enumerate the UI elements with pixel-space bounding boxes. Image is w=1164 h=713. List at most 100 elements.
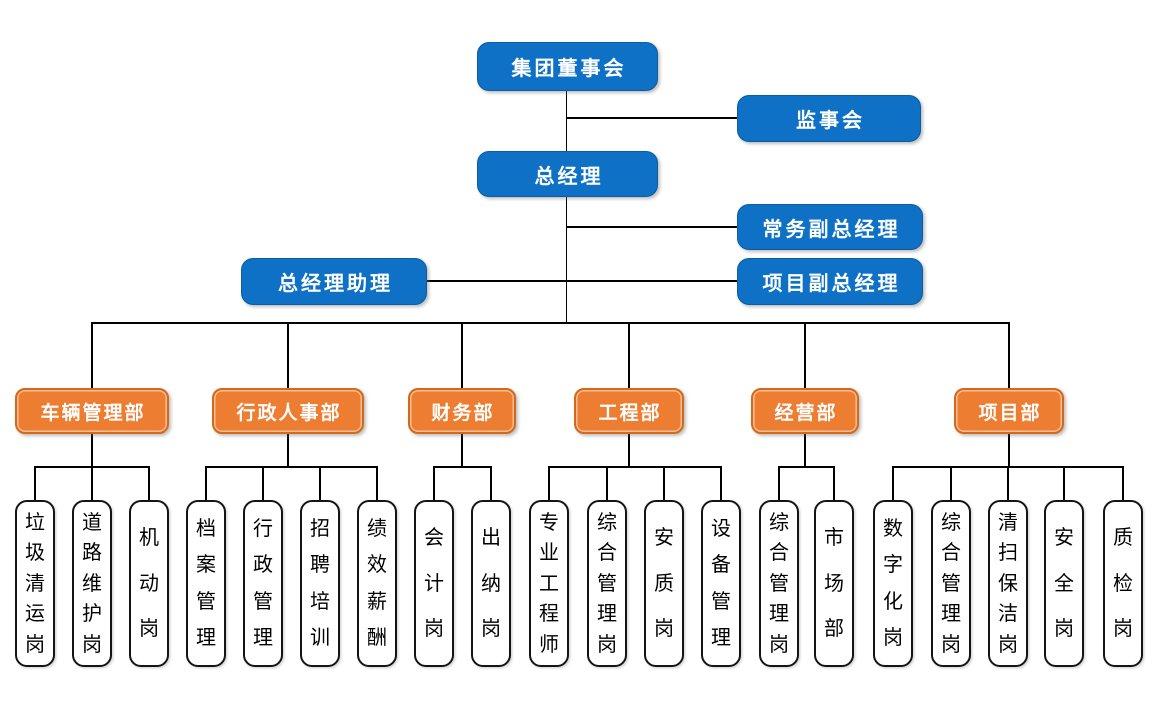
job-box[interactable]: 行政管理 [243, 500, 283, 667]
job-box[interactable]: 安全岗 [1044, 500, 1084, 667]
connector-line [91, 433, 93, 468]
node-gm[interactable]: 总经理 [477, 151, 658, 197]
connector-line [91, 466, 93, 500]
job-label: 会计岗 [424, 526, 444, 641]
dept-operations[interactable]: 经营部 [751, 388, 859, 434]
job-box[interactable]: 招聘培训 [300, 500, 340, 667]
job-box[interactable]: 道路维护岗 [72, 500, 112, 667]
connector-line [892, 466, 894, 500]
connector-line [1008, 322, 1010, 388]
dept-finance[interactable]: 财务部 [408, 388, 516, 434]
job-box[interactable]: 综合管理岗 [587, 500, 627, 667]
connector-line [490, 466, 492, 500]
connector-line [205, 466, 379, 468]
job-box[interactable]: 设备管理 [701, 500, 741, 667]
connector-line [950, 466, 952, 500]
job-label: 档案管理 [196, 517, 216, 650]
job-box[interactable]: 会计岗 [414, 500, 454, 667]
connector-line [1007, 466, 1009, 500]
connector-line [566, 117, 737, 119]
job-box[interactable]: 绩效薪酬 [357, 500, 397, 667]
dept-project[interactable]: 项目部 [954, 388, 1064, 434]
job-label: 质检岗 [1113, 526, 1133, 641]
dept-vehicle-management[interactable]: 车辆管理部 [15, 388, 169, 434]
node-gm-assistant-label: 总经理助理 [278, 273, 393, 295]
job-label: 机动岗 [139, 526, 159, 641]
connector-line [548, 466, 723, 468]
job-box[interactable]: 综合管理岗 [759, 500, 799, 667]
node-gm-assistant[interactable]: 总经理助理 [241, 258, 427, 305]
connector-line [287, 322, 289, 388]
connector-line [548, 466, 550, 500]
node-project-deputy-gm[interactable]: 项目副总经理 [737, 258, 923, 305]
job-label: 招聘培训 [310, 517, 330, 650]
job-box[interactable]: 专业工程师 [529, 500, 569, 667]
connector-line [778, 466, 780, 500]
job-box[interactable]: 垃圾清运岗 [15, 500, 55, 667]
job-label: 设备管理 [711, 517, 731, 650]
job-box[interactable]: 档案管理 [186, 500, 226, 667]
dept-label: 项目部 [978, 402, 1042, 424]
connector-line [628, 322, 630, 388]
connector-line [427, 280, 737, 282]
connector-line [287, 433, 289, 468]
node-supervisory[interactable]: 监事会 [737, 95, 921, 142]
job-label: 垃圾清运岗 [25, 511, 45, 656]
connector-line [606, 466, 608, 500]
job-box[interactable]: 安质岗 [644, 500, 684, 667]
node-gm-label: 总经理 [534, 165, 604, 188]
connector-line [262, 466, 264, 500]
job-box[interactable]: 数字化岗 [873, 500, 913, 667]
connector-line [205, 466, 207, 500]
job-label: 行政管理 [253, 517, 273, 650]
connector-line [1008, 433, 1010, 468]
connector-line [1122, 466, 1124, 500]
connector-line [91, 322, 1010, 324]
job-label: 绩效薪酬 [367, 517, 387, 650]
dept-label: 车辆管理部 [40, 402, 146, 424]
job-box[interactable]: 清扫保洁岗 [988, 500, 1028, 667]
dept-label: 行政人事部 [236, 402, 342, 424]
connector-line [663, 466, 665, 500]
job-label: 出纳岗 [481, 526, 501, 641]
node-supervisory-label: 监事会 [796, 110, 865, 132]
job-label: 道路维护岗 [82, 511, 102, 656]
dept-label: 财务部 [431, 402, 495, 424]
connector-line [628, 433, 630, 468]
connector-line [804, 322, 806, 388]
connector-line [319, 466, 321, 500]
connector-line [1063, 466, 1065, 500]
connector-line [433, 466, 435, 500]
job-box[interactable]: 出纳岗 [471, 500, 511, 667]
job-box[interactable]: 市场部 [814, 500, 854, 667]
connector-line [148, 466, 150, 500]
job-box[interactable]: 机动岗 [129, 500, 169, 667]
job-label: 专业工程师 [539, 511, 559, 656]
job-label: 综合管理岗 [597, 511, 617, 656]
job-box[interactable]: 质检岗 [1103, 500, 1143, 667]
job-label: 综合管理岗 [769, 511, 789, 656]
connector-line [804, 433, 806, 468]
job-label: 综合管理岗 [941, 511, 961, 656]
node-exec-deputy-gm[interactable]: 常务副总经理 [737, 204, 923, 250]
connector-line [565, 91, 568, 151]
job-label: 市场部 [824, 526, 844, 641]
connector-line [461, 322, 463, 388]
connector-line [461, 433, 463, 468]
job-box[interactable]: 综合管理岗 [931, 500, 971, 667]
connector-line [833, 466, 835, 500]
connector-line [34, 466, 36, 500]
job-label: 数字化岗 [883, 517, 903, 650]
connector-line [91, 322, 93, 388]
dept-engineering[interactable]: 工程部 [574, 388, 684, 434]
node-board-label: 集团董事会 [511, 58, 627, 80]
dept-admin-hr[interactable]: 行政人事部 [212, 388, 364, 434]
connector-line [376, 466, 378, 500]
node-exec-deputy-gm-label: 常务副总经理 [762, 218, 901, 241]
node-board[interactable]: 集团董事会 [477, 42, 658, 91]
connector-line [720, 466, 722, 500]
connector-line [433, 466, 493, 468]
node-project-deputy-gm-label: 项目副总经理 [762, 273, 901, 295]
job-label: 清扫保洁岗 [998, 511, 1018, 656]
